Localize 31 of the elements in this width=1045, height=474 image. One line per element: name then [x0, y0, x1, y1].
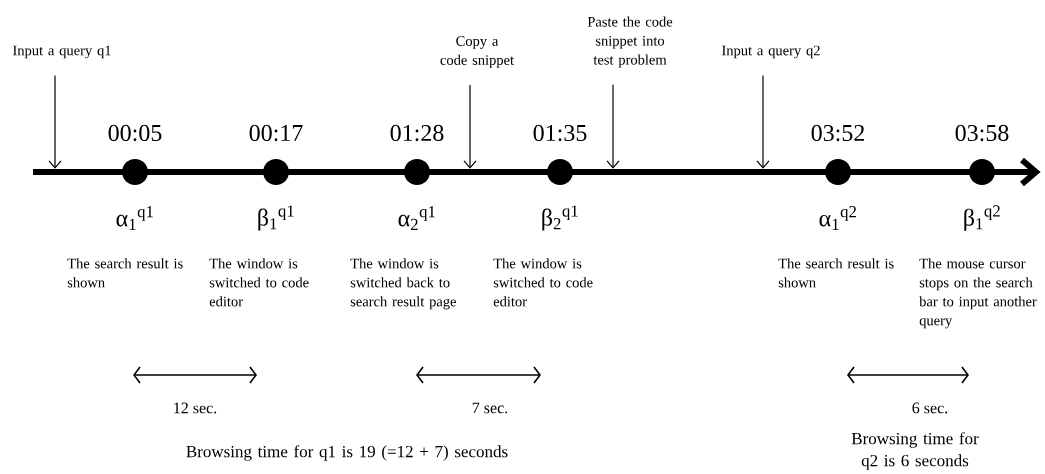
event-label: Input a query q2 — [722, 45, 820, 59]
event-symbol: α$_{2}$q1 — [398, 206, 435, 230]
event-symbol: α$_{1}$q2 — [819, 206, 856, 230]
time-label: 01:35 — [533, 124, 587, 142]
time-label: 00:05 — [108, 124, 162, 142]
event-label: Copy a code snippet — [440, 36, 514, 68]
time-label: 00:17 — [249, 124, 303, 142]
arrow — [756, 74, 770, 169]
event-description: The window is switched back to search result page — [350, 258, 456, 310]
event-symbol: β$_{2}$q1 — [542, 205, 578, 231]
time-label: 01:28 — [390, 124, 444, 142]
event-symbol: β$_{1}$q2 — [964, 205, 1000, 231]
summary-text: Browsing time for q1 is 19 (=12 + 7) seconds — [186, 445, 508, 461]
arrow — [606, 84, 620, 169]
event-label: Paste the code snippet into test problem — [587, 16, 673, 68]
duration-label: 12 sec. — [174, 402, 217, 414]
time-label: 03:58 — [955, 124, 1009, 142]
time-label: 03:52 — [811, 124, 864, 142]
duration-label: 7 sec. — [472, 402, 508, 414]
event-label: Input a query q1 — [13, 45, 111, 59]
event-description: The mouse cursor stops on the search bar to input another query — [919, 258, 1037, 329]
duration-label: 6 sec. — [912, 402, 948, 414]
event-description: The search result is shown — [778, 258, 894, 288]
event-description: The window is switched to code editor — [209, 258, 309, 307]
arrow — [463, 84, 477, 169]
event-symbol: β$_{1}$q1 — [258, 205, 294, 231]
event-description: The search result is shown — [67, 258, 183, 288]
arrow — [48, 74, 62, 169]
event-symbol: α$_{1}$q1 — [116, 206, 153, 230]
event-description: The window is switched to code editor — [493, 258, 593, 307]
summary-text: Browsing time for q2 is 6 seconds — [851, 432, 979, 470]
